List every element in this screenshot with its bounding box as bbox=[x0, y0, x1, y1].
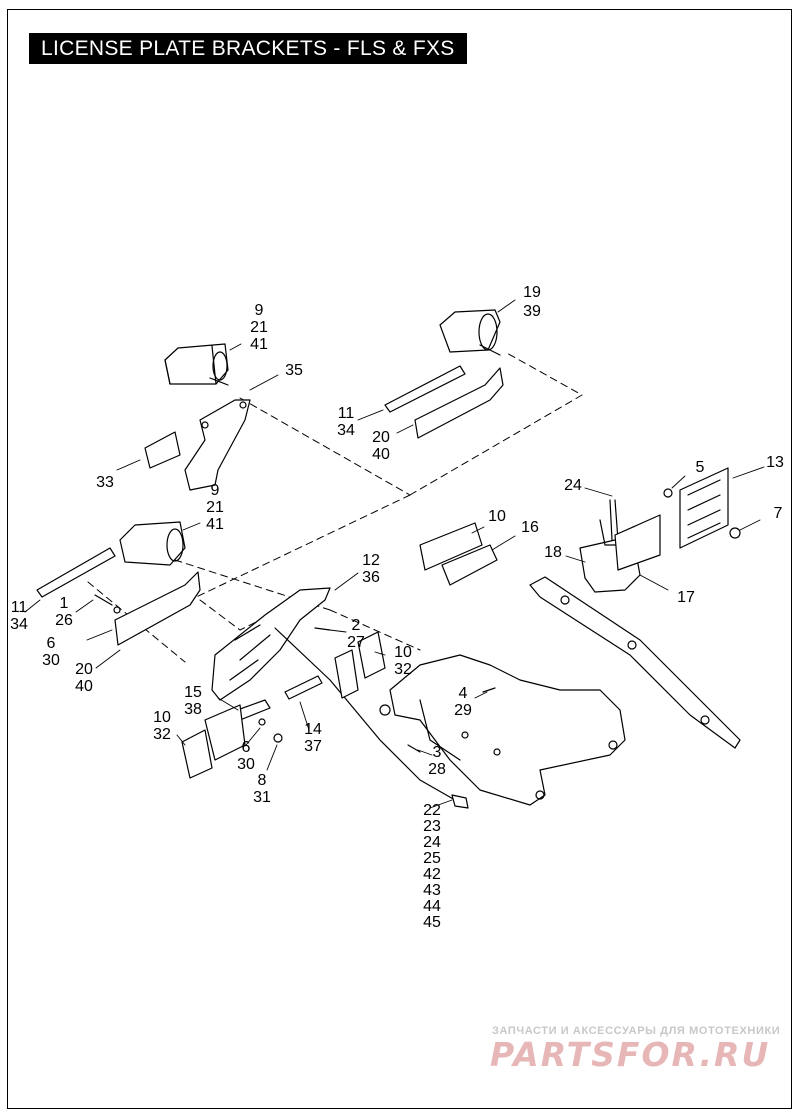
callout-22: 22 bbox=[423, 802, 441, 819]
callout-32: 32 bbox=[153, 726, 171, 743]
callout-9: 9 bbox=[254, 302, 264, 319]
pad-10b bbox=[357, 631, 386, 679]
support-arm bbox=[529, 576, 741, 749]
callout-42: 42 bbox=[423, 866, 441, 883]
callout-10: 10 bbox=[153, 709, 171, 726]
callout-19: 19 bbox=[523, 284, 541, 301]
bracket-lower bbox=[114, 571, 201, 646]
bracket-upper bbox=[414, 367, 504, 439]
page-border bbox=[7, 9, 792, 1109]
wire-harness bbox=[274, 627, 456, 801]
callout-21: 21 bbox=[206, 499, 224, 516]
leader-lines bbox=[24, 299, 765, 809]
callout-38: 38 bbox=[184, 701, 202, 718]
callout-6: 6 bbox=[241, 739, 251, 756]
callout-16: 16 bbox=[521, 519, 539, 536]
callout-43: 43 bbox=[423, 882, 441, 899]
callout-10: 10 bbox=[488, 508, 506, 525]
callout-25: 25 bbox=[423, 850, 441, 867]
callout-44: 44 bbox=[423, 898, 441, 915]
rear-fender-support bbox=[379, 654, 626, 806]
screw-5 bbox=[663, 488, 673, 498]
callout-18: 18 bbox=[544, 544, 562, 561]
callout-31: 31 bbox=[253, 789, 271, 806]
callout-29: 29 bbox=[454, 702, 472, 719]
callout-8: 8 bbox=[257, 772, 267, 789]
callout-17: 17 bbox=[677, 589, 695, 606]
callout-11: 11 bbox=[10, 599, 28, 616]
callout-28: 28 bbox=[428, 761, 446, 778]
callout-9: 9 bbox=[210, 482, 220, 499]
callout-41: 41 bbox=[206, 516, 224, 533]
screw-2 bbox=[314, 627, 331, 631]
upper-right-lamp bbox=[439, 309, 501, 356]
pad-16 bbox=[441, 544, 498, 586]
washer-6 bbox=[258, 718, 266, 726]
callout-20: 20 bbox=[75, 661, 93, 678]
callout-14: 14 bbox=[304, 721, 322, 738]
upper-left-lamp bbox=[164, 343, 229, 386]
callout-39: 39 bbox=[523, 303, 541, 320]
callout-40: 40 bbox=[75, 678, 93, 695]
callout-30: 30 bbox=[237, 756, 255, 773]
callout-1: 1 bbox=[59, 595, 69, 612]
callout-3: 3 bbox=[432, 744, 442, 761]
callout-26: 26 bbox=[55, 612, 73, 629]
callout-12: 12 bbox=[362, 552, 380, 569]
callout-7: 7 bbox=[773, 505, 783, 522]
strip-upper bbox=[384, 365, 466, 413]
callout-33: 33 bbox=[96, 474, 114, 491]
callout-5: 5 bbox=[695, 459, 705, 476]
strip-14 bbox=[284, 675, 323, 700]
bolt-1 bbox=[94, 594, 113, 606]
plate-13 bbox=[679, 467, 729, 549]
callout-11: 11 bbox=[337, 405, 355, 422]
callout-2: 2 bbox=[351, 617, 361, 634]
callout-45: 45 bbox=[423, 914, 441, 931]
upper-left-bracket bbox=[184, 399, 251, 491]
callout-4: 4 bbox=[458, 685, 468, 702]
light-housing bbox=[579, 499, 661, 593]
connector-22 bbox=[451, 794, 469, 809]
callout-37: 37 bbox=[304, 738, 322, 755]
callout-40: 40 bbox=[372, 446, 390, 463]
screw-3 bbox=[407, 744, 421, 753]
mid-left-lamp bbox=[119, 521, 186, 566]
bolt-4 bbox=[482, 687, 496, 693]
callout-10: 10 bbox=[394, 644, 412, 661]
callout-21: 21 bbox=[250, 319, 268, 336]
callout-41: 41 bbox=[250, 336, 268, 353]
pad-10c bbox=[181, 729, 213, 779]
pad-33 bbox=[144, 431, 181, 469]
callout-24: 24 bbox=[564, 477, 582, 494]
callout-20: 20 bbox=[372, 429, 390, 446]
watermark-tagline: ЗАПЧАСТИ И АКСЕССУАРЫ ДЛЯ МОТОТЕХНИКИ bbox=[492, 1025, 781, 1037]
callout-34: 34 bbox=[10, 616, 28, 633]
strip-lower bbox=[36, 547, 116, 598]
pad-side bbox=[334, 649, 359, 699]
callout-13: 13 bbox=[766, 454, 784, 471]
plate-15-body bbox=[204, 704, 246, 761]
callout-35: 35 bbox=[285, 362, 303, 379]
callout-23: 23 bbox=[423, 818, 441, 835]
callout-15: 15 bbox=[184, 684, 202, 701]
callout-6: 6 bbox=[46, 635, 56, 652]
callout-30: 30 bbox=[42, 652, 60, 669]
callout-24: 24 bbox=[423, 834, 441, 851]
callout-27: 27 bbox=[347, 634, 365, 651]
page-title: LICENSE PLATE BRACKETS - FLS & FXS bbox=[29, 33, 467, 64]
callout-36: 36 bbox=[362, 569, 380, 586]
nut-8 bbox=[273, 733, 283, 743]
pad-10a bbox=[419, 522, 483, 571]
watermark-logo: PARTSFOR.RU bbox=[490, 1035, 771, 1074]
nut-7 bbox=[729, 527, 741, 539]
callout-34: 34 bbox=[337, 422, 355, 439]
callout-32: 32 bbox=[394, 661, 412, 678]
center-bracket bbox=[211, 587, 331, 701]
